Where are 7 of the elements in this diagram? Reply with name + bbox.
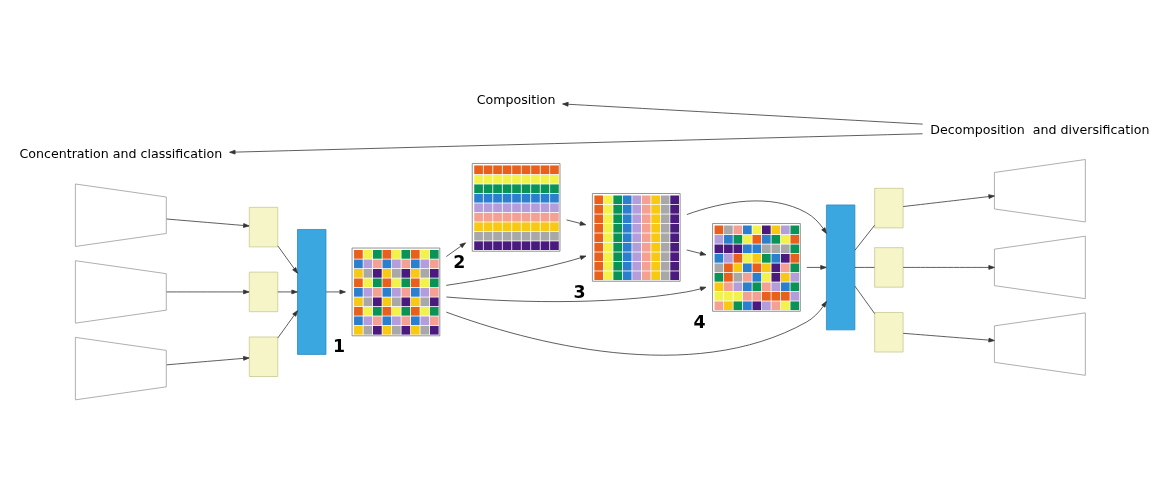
node-label: 1 [333, 335, 346, 356]
node-text: Composition [476, 91, 556, 107]
node-label: 2 [453, 250, 466, 271]
node-label: 4 [693, 311, 706, 332]
node-text: Concentration and classification [19, 145, 223, 161]
node-label: 3 [573, 281, 586, 302]
node-text: Decomposition and diversification [930, 121, 1150, 137]
